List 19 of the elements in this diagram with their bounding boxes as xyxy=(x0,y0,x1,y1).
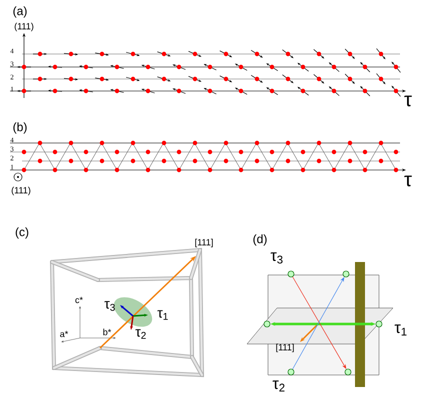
axis-label: c* xyxy=(75,296,83,304)
axis-label: b* xyxy=(103,328,112,336)
axis-label: τ$_{3}$ xyxy=(104,301,115,311)
axis-label: τ$_{2}$ xyxy=(272,380,284,392)
axis-label: [111] xyxy=(195,238,213,248)
axis-label: τ$_{1}$ xyxy=(157,310,168,320)
axis-label: [111] xyxy=(276,344,294,352)
axis-label: τ xyxy=(404,96,412,106)
panel-label: (a) xyxy=(13,6,27,18)
panel-label: (d) xyxy=(253,234,267,246)
axis-label: τ xyxy=(404,176,412,186)
axis-label: a* xyxy=(60,330,68,338)
axis-label: (111) xyxy=(12,186,30,196)
axis-label: τ$_{3}$ xyxy=(270,252,283,264)
axis-label: τ$_{2}$ xyxy=(135,329,146,339)
panel-label: (b) xyxy=(13,122,27,134)
panel-label: (c) xyxy=(16,227,28,239)
axis-label: (111) xyxy=(14,22,34,32)
axis-label: τ$_{1}$ xyxy=(394,324,406,336)
